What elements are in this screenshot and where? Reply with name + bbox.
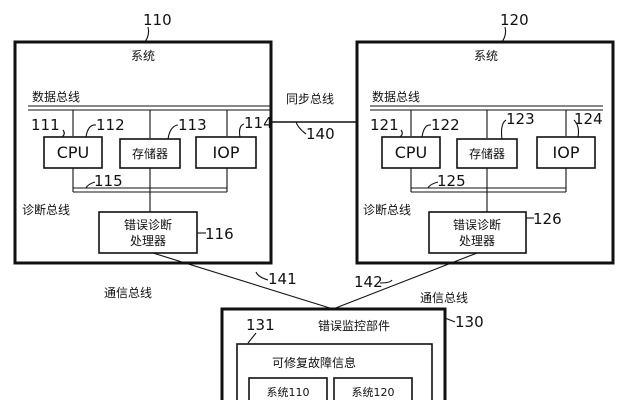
error-monitor-ref: 130 <box>455 313 484 331</box>
left-data-bus-label: 数据总线 <box>32 89 80 104</box>
repairable-info-title: 可修复故障信息 <box>272 355 356 370</box>
right-ref-125: 125 <box>437 172 466 190</box>
left-ref-115: 115 <box>94 172 123 190</box>
error-monitor: 130 131 错误监控部件 可修复故障信息 系统110 系统120 <box>220 307 484 400</box>
right-system-ref: 120 <box>500 11 529 29</box>
monitor-inner-ref: 131 <box>246 316 275 334</box>
right-iop-label: IOP <box>553 143 580 162</box>
right-system-title: 系统 <box>474 49 498 63</box>
left-system: 110 系统 数据总线 CPU 存储器 IOP 111 112 113 114 … <box>13 11 273 265</box>
left-system-title: 系统 <box>131 49 155 63</box>
error-monitor-frame <box>220 307 447 400</box>
left-ref-113-leader <box>167 124 179 140</box>
right-storage-label: 存储器 <box>469 146 505 161</box>
right-ref-121-leader <box>399 129 403 138</box>
right-diag-proc-box <box>428 211 527 254</box>
error-monitor-title: 错误监控部件 <box>318 318 390 333</box>
sync-bus: 同步总线 140 <box>271 92 357 143</box>
right-diag-proc-line1: 错误诊断 <box>453 217 501 232</box>
sys110-cell <box>248 377 328 400</box>
sync-bus-ref-leader <box>295 121 307 135</box>
right-diag-bus-label: 诊断总线 <box>363 202 411 217</box>
left-ref-111-leader <box>61 129 65 138</box>
left-ref-114-leader <box>238 123 245 138</box>
right-cpu-box <box>381 136 441 169</box>
right-system: 120 系统 数据总线 CPU 存储器 IOP 121 122 123 124 … <box>355 11 615 265</box>
left-diag-proc-line1: 错误诊断 <box>124 217 172 232</box>
left-ref-111: 111 <box>31 116 60 134</box>
comm-bus-left-label: 通信总线 <box>104 286 152 300</box>
right-ref-124-leader <box>573 119 580 138</box>
left-ref-113: 113 <box>178 116 207 134</box>
left-ref-112-leader <box>85 124 97 138</box>
comm-bus-left-ref-leader <box>255 271 269 281</box>
left-diag-proc-box <box>98 211 198 254</box>
monitor-inner-ref-leader <box>247 332 257 344</box>
right-iop-box <box>536 136 596 169</box>
right-storage-box <box>456 138 518 169</box>
right-ref-125-leader <box>427 181 439 189</box>
comm-bus-right-label: 通信总线 <box>420 291 468 305</box>
right-ref-124: 124 <box>574 110 603 128</box>
right-diag-proc-line2: 处理器 <box>459 234 495 248</box>
left-system-ref: 110 <box>143 11 172 29</box>
left-system-frame <box>13 40 273 265</box>
left-ref-112: 112 <box>96 116 125 134</box>
left-iop-box <box>195 136 257 169</box>
right-ref-126: 126 <box>533 210 562 228</box>
left-ref-116: 116 <box>205 225 234 243</box>
comm-buses: 通信总线 141 通信总线 142 <box>104 252 478 310</box>
left-storage-box <box>119 138 181 169</box>
left-ref-114: 114 <box>244 114 273 132</box>
right-ref-122-leader <box>421 124 432 138</box>
sync-bus-ref: 140 <box>306 125 335 143</box>
left-cpu-box <box>43 136 103 169</box>
left-cpu-label: CPU <box>57 143 90 162</box>
right-ref-122: 122 <box>431 116 460 134</box>
sys110-cell-label: 系统110 <box>267 386 310 399</box>
right-data-bus-label: 数据总线 <box>372 89 420 104</box>
left-ref-115-leader <box>85 181 96 189</box>
left-iop-label: IOP <box>213 143 240 162</box>
comm-bus-left-ref: 141 <box>268 270 297 288</box>
sys120-cell <box>333 377 413 400</box>
left-storage-label: 存储器 <box>132 146 168 161</box>
right-ref-123-leader <box>500 119 507 140</box>
error-monitor-ref-leader <box>444 317 456 323</box>
left-diag-bus-label: 诊断总线 <box>22 202 70 217</box>
right-cpu-label: CPU <box>395 143 428 162</box>
left-diag-proc-line2: 处理器 <box>130 234 166 248</box>
right-system-ref-leader <box>501 26 507 43</box>
right-system-frame <box>355 40 615 265</box>
right-ref-121: 121 <box>370 116 399 134</box>
comm-bus-left-line <box>152 252 334 310</box>
comm-bus-right-ref-leader <box>379 279 393 284</box>
right-ref-123: 123 <box>506 110 535 128</box>
comm-bus-right-line <box>332 252 478 310</box>
comm-bus-right-ref: 142 <box>354 273 383 291</box>
sys120-cell-label: 系统120 <box>352 386 395 399</box>
sync-bus-label: 同步总线 <box>286 92 334 106</box>
left-system-ref-leader <box>144 26 150 43</box>
